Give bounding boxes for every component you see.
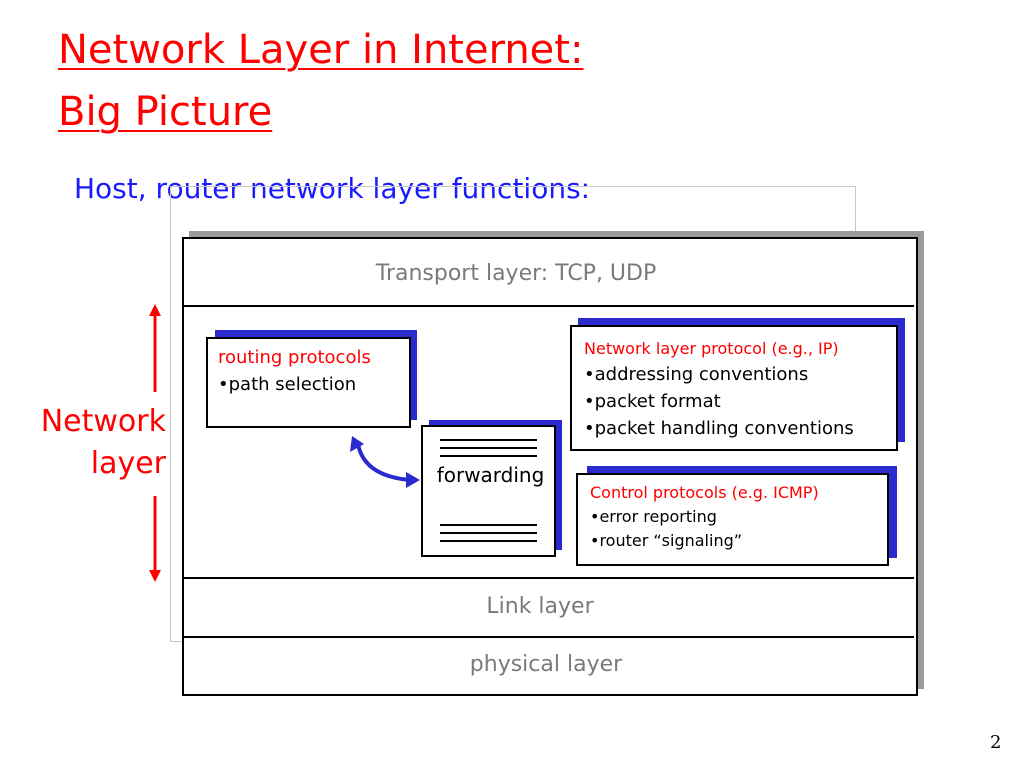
subtitle: Host, router network layer functions: bbox=[74, 172, 591, 205]
slide-title-line-2: Big Picture bbox=[58, 89, 273, 135]
ip-box-heading: Network layer protocol (e.g., IP) bbox=[584, 339, 839, 358]
network-layer-span-arrows bbox=[149, 304, 161, 582]
network-separator bbox=[184, 577, 914, 579]
transport-layer-label: Transport layer: TCP, UDP bbox=[375, 261, 657, 286]
arrowhead-icon bbox=[406, 472, 420, 488]
table-rule bbox=[440, 439, 537, 441]
link-separator bbox=[184, 636, 914, 638]
routing-protocols-box: routing protocols •path selection bbox=[206, 337, 411, 428]
ip-box-item: •packet handling conventions bbox=[584, 418, 854, 439]
table-rule bbox=[440, 455, 537, 457]
routing-box-heading: routing protocols bbox=[218, 347, 371, 368]
forwarding-table-box: forwarding bbox=[421, 425, 556, 557]
icmp-box-item: •router “signaling” bbox=[590, 531, 743, 550]
forwarding-label: forwarding bbox=[436, 463, 545, 487]
arrowhead-icon bbox=[350, 436, 364, 452]
network-layer-label-line-1: Network bbox=[40, 404, 166, 439]
table-rule bbox=[440, 447, 537, 449]
slide-title-line-1: Network Layer in Internet: bbox=[58, 27, 584, 73]
link-layer-label: Link layer bbox=[486, 594, 594, 619]
network-protocol-box: Network layer protocol (e.g., IP) •addre… bbox=[570, 325, 898, 451]
network-layer-label-line-2: layer bbox=[90, 446, 166, 481]
table-rule bbox=[440, 524, 537, 526]
control-protocols-box: Control protocols (e.g. ICMP) •error rep… bbox=[576, 473, 889, 566]
icmp-box-item: •error reporting bbox=[590, 507, 717, 526]
table-rule bbox=[440, 540, 537, 542]
ip-box-item: •packet format bbox=[584, 391, 721, 412]
down-arrow-icon bbox=[149, 496, 161, 582]
page-number: 2 bbox=[990, 732, 1002, 753]
physical-layer-label: physical layer bbox=[469, 652, 623, 677]
table-rule bbox=[440, 532, 537, 534]
routing-box-item: •path selection bbox=[218, 374, 357, 395]
transport-separator bbox=[184, 305, 914, 307]
ip-box-item: •addressing conventions bbox=[584, 364, 809, 385]
up-arrow-icon bbox=[149, 304, 161, 392]
routing-forwarding-arrow bbox=[350, 436, 420, 488]
icmp-box-heading: Control protocols (e.g. ICMP) bbox=[590, 483, 819, 502]
